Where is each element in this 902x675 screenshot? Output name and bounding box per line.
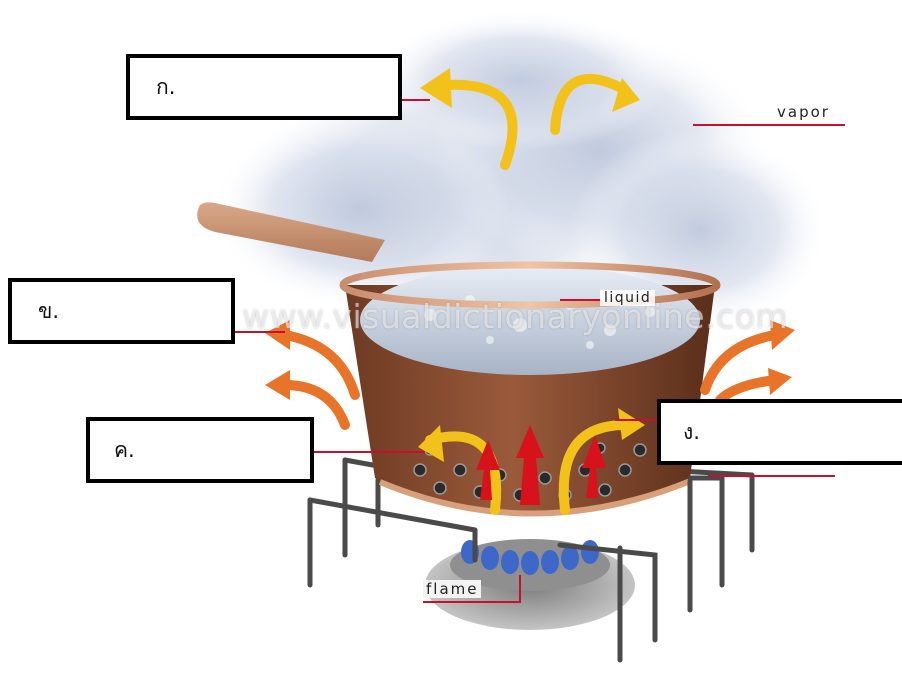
- heat-loss-arrows-left: [285, 335, 355, 425]
- answer-box-b[interactable]: ข.: [8, 278, 235, 344]
- heat-arrowhead-left-2: [265, 370, 290, 400]
- flame-caption: flame: [423, 580, 481, 598]
- liquid-caption: liquid: [600, 290, 655, 306]
- vapor-caption: vapor: [777, 103, 830, 121]
- heat-loss-arrows-right: [705, 335, 775, 400]
- watermark: www.visualdictionaryonline.com: [242, 297, 788, 336]
- answer-box-a[interactable]: ก.: [126, 54, 402, 120]
- answer-box-c[interactable]: ค.: [86, 417, 314, 483]
- answer-box-d[interactable]: ง.: [657, 399, 902, 465]
- heat-arrowhead-right-2: [768, 368, 792, 395]
